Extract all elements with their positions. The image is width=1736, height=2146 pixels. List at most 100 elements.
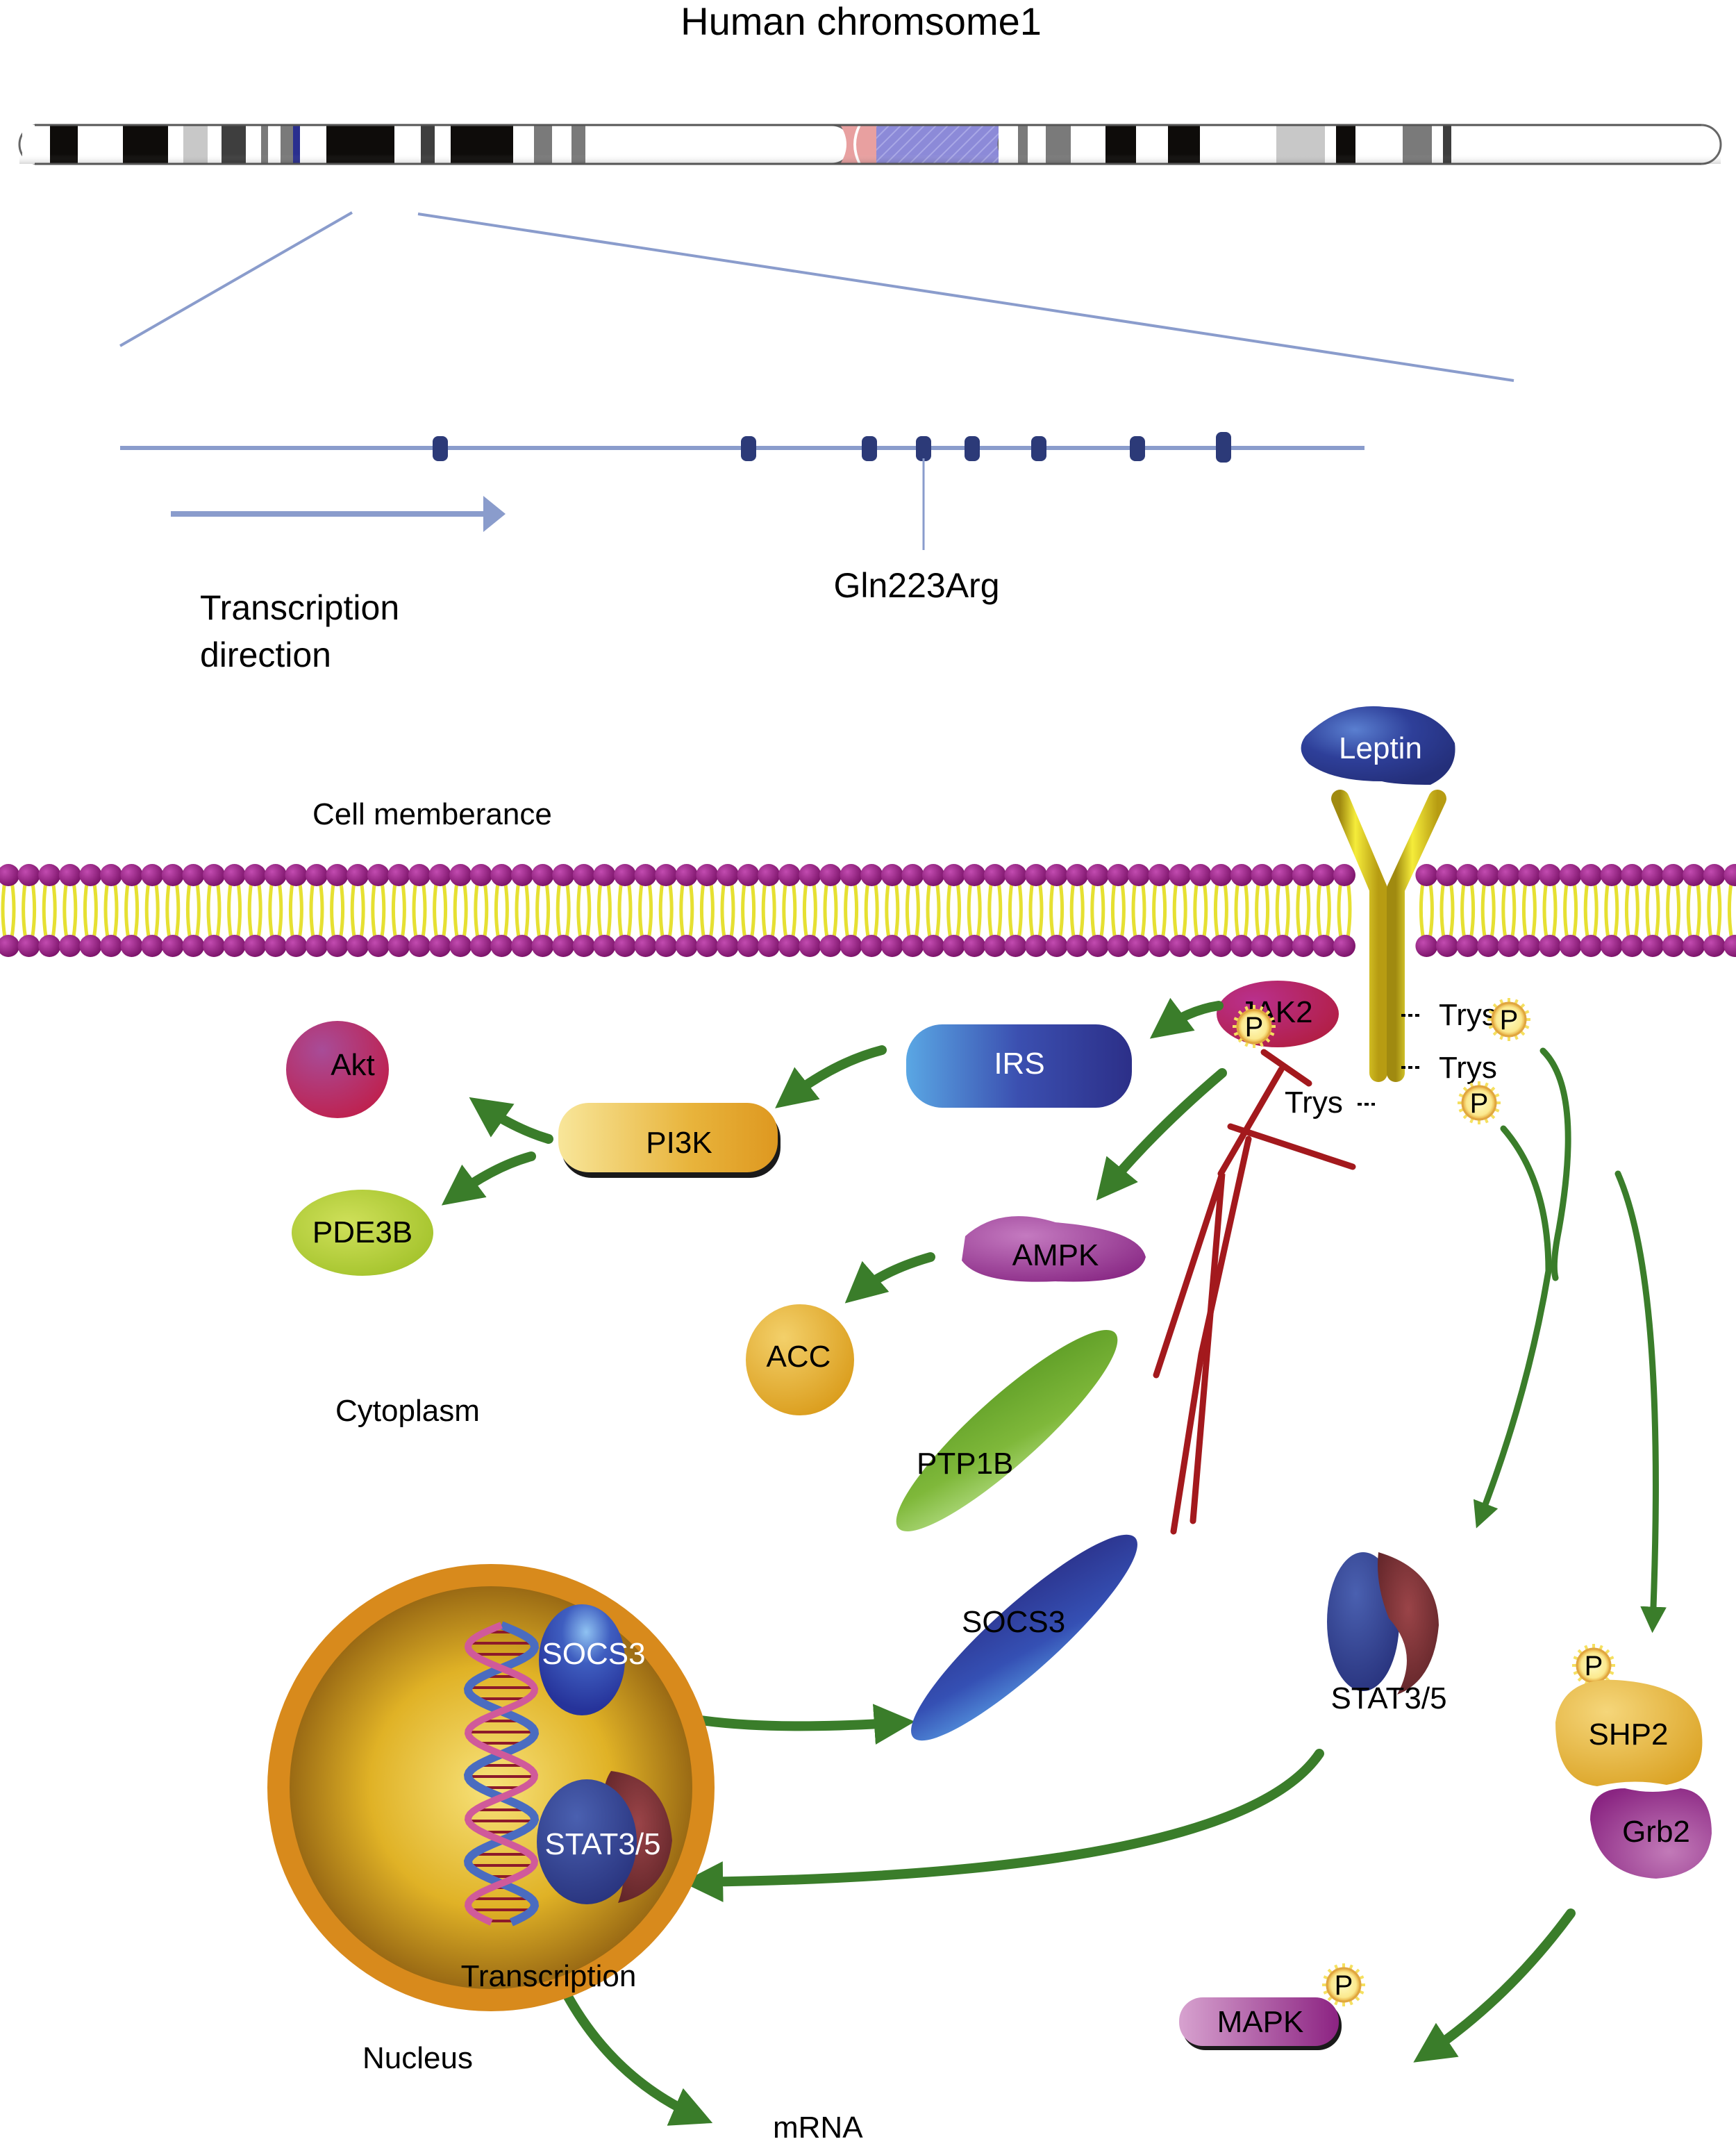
nucleus: SOCS3 STAT3/5 Transcription: [267, 1564, 715, 2011]
lipid-head: [1169, 935, 1192, 957]
lipid-head: [161, 864, 184, 886]
stat-node: STAT3/5: [1327, 1552, 1447, 1715]
lipid-head: [696, 864, 719, 886]
lipid-head: [531, 935, 554, 957]
arrow-irs-to-pi3k: [775, 1045, 887, 1108]
lipid-head: [614, 864, 636, 886]
lipid-head: [1683, 935, 1705, 957]
transcription-label: Transcription: [461, 1959, 637, 1993]
lipid-head: [387, 935, 410, 957]
lipid-head: [306, 935, 328, 957]
lipid-head: [449, 864, 472, 886]
lipid-head: [799, 935, 821, 957]
lipid-head: [922, 935, 944, 957]
zoom-line-left: [119, 211, 353, 347]
nuclear-stat: STAT3/5: [537, 1771, 672, 1904]
lipid-head: [860, 864, 883, 886]
arrowhead-icon: [483, 496, 506, 532]
lipid-head: [1128, 935, 1150, 957]
lipid-head: [1642, 864, 1664, 886]
inhibit-bar-jak2: [1260, 1049, 1312, 1087]
stat-label: STAT3/5: [1330, 1681, 1446, 1715]
exon: [965, 436, 980, 461]
lipid-head: [203, 864, 225, 886]
ptp1b-inhibition-stem: [1217, 1066, 1285, 1177]
lipid-head: [758, 864, 781, 886]
lipid-head: [1539, 935, 1561, 957]
membrane-label: Cell memberance: [312, 797, 552, 831]
arrow-pi3k-to-akt: [469, 1097, 553, 1144]
lipid-head: [880, 864, 903, 886]
lipid-head: [1724, 864, 1736, 886]
lipid-head: [840, 864, 862, 886]
lipid-head: [819, 864, 842, 886]
jak2-node: JAK2: [1217, 981, 1339, 1047]
lipid-head: [428, 864, 451, 886]
akt-node: Akt: [286, 1021, 389, 1118]
phospho-label: P: [1500, 1005, 1519, 1035]
lipid-head: [79, 935, 102, 957]
lipid-head: [38, 864, 61, 886]
lipid-head: [79, 864, 102, 886]
lipid-head: [511, 935, 533, 957]
lipid-head: [182, 864, 205, 886]
lipid-head: [58, 935, 81, 957]
lipid-head: [1066, 864, 1089, 886]
lipid-head: [0, 935, 19, 957]
lipid-head: [963, 864, 986, 886]
arrow-receptor-to-shp2: [1614, 1170, 1667, 1633]
lipid-head: [449, 935, 472, 957]
ampk-node: AMPK: [962, 1216, 1146, 1282]
lipid-head: [655, 864, 678, 886]
inhibition-lines: [1153, 1049, 1356, 1535]
lipid-head: [326, 864, 349, 886]
mapk-node: MAPK: [1179, 1997, 1342, 2050]
lipid-head: [531, 864, 554, 886]
lipid-head: [244, 864, 267, 886]
lipid-head: [203, 935, 225, 957]
lipid-head: [1415, 935, 1438, 957]
exon: [741, 436, 756, 461]
lipid-head: [593, 864, 616, 886]
lipid-head: [1621, 935, 1644, 957]
phospho-badge-mapk: P: [1322, 1963, 1365, 2006]
lipid-head: [285, 864, 308, 886]
dna-helix-icon: [463, 1621, 540, 1927]
cytoplasm-label: Cytoplasm: [335, 1394, 480, 1428]
arrow-transcription-to-mrna: [551, 1968, 713, 2126]
lipid-head: [1148, 864, 1171, 886]
tyrosine-label-3: Trys: [1285, 1086, 1343, 1120]
nuclear-stat-label: STAT3/5: [544, 1827, 660, 1861]
lipid-head: [963, 935, 986, 957]
arrow-receptor-to-stat: [1473, 1125, 1552, 1529]
lipid-head: [1559, 935, 1582, 957]
lipid-head: [1477, 935, 1500, 957]
lipid-head: [983, 935, 1006, 957]
lipid-head: [58, 864, 81, 886]
direction-label-line1: Transcription: [200, 588, 399, 627]
lipid-head: [1189, 935, 1212, 957]
lipid-head: [1580, 864, 1603, 886]
lipid-head: [1642, 935, 1664, 957]
lipid-head: [17, 935, 40, 957]
exon: [433, 436, 448, 461]
lipid-head: [901, 935, 924, 957]
lipid-head: [120, 935, 143, 957]
acc-label: ACC: [767, 1340, 831, 1374]
exon: [1130, 436, 1145, 461]
lipid-head: [1456, 864, 1479, 886]
exon: [1031, 436, 1046, 461]
lipid-head: [572, 864, 595, 886]
lipid-head: [717, 864, 739, 886]
lipid-head: [490, 864, 513, 886]
exon: [916, 436, 931, 461]
lipid-head: [552, 864, 575, 886]
lipid-head: [942, 935, 965, 957]
lipid-head: [1415, 864, 1438, 886]
ptp1b-inhibition-line: [1153, 1172, 1226, 1524]
leptin-node: Leptin: [1301, 706, 1455, 785]
lipid-head: [326, 935, 349, 957]
lipid-head: [1724, 935, 1736, 957]
lipid-head: [840, 935, 862, 957]
